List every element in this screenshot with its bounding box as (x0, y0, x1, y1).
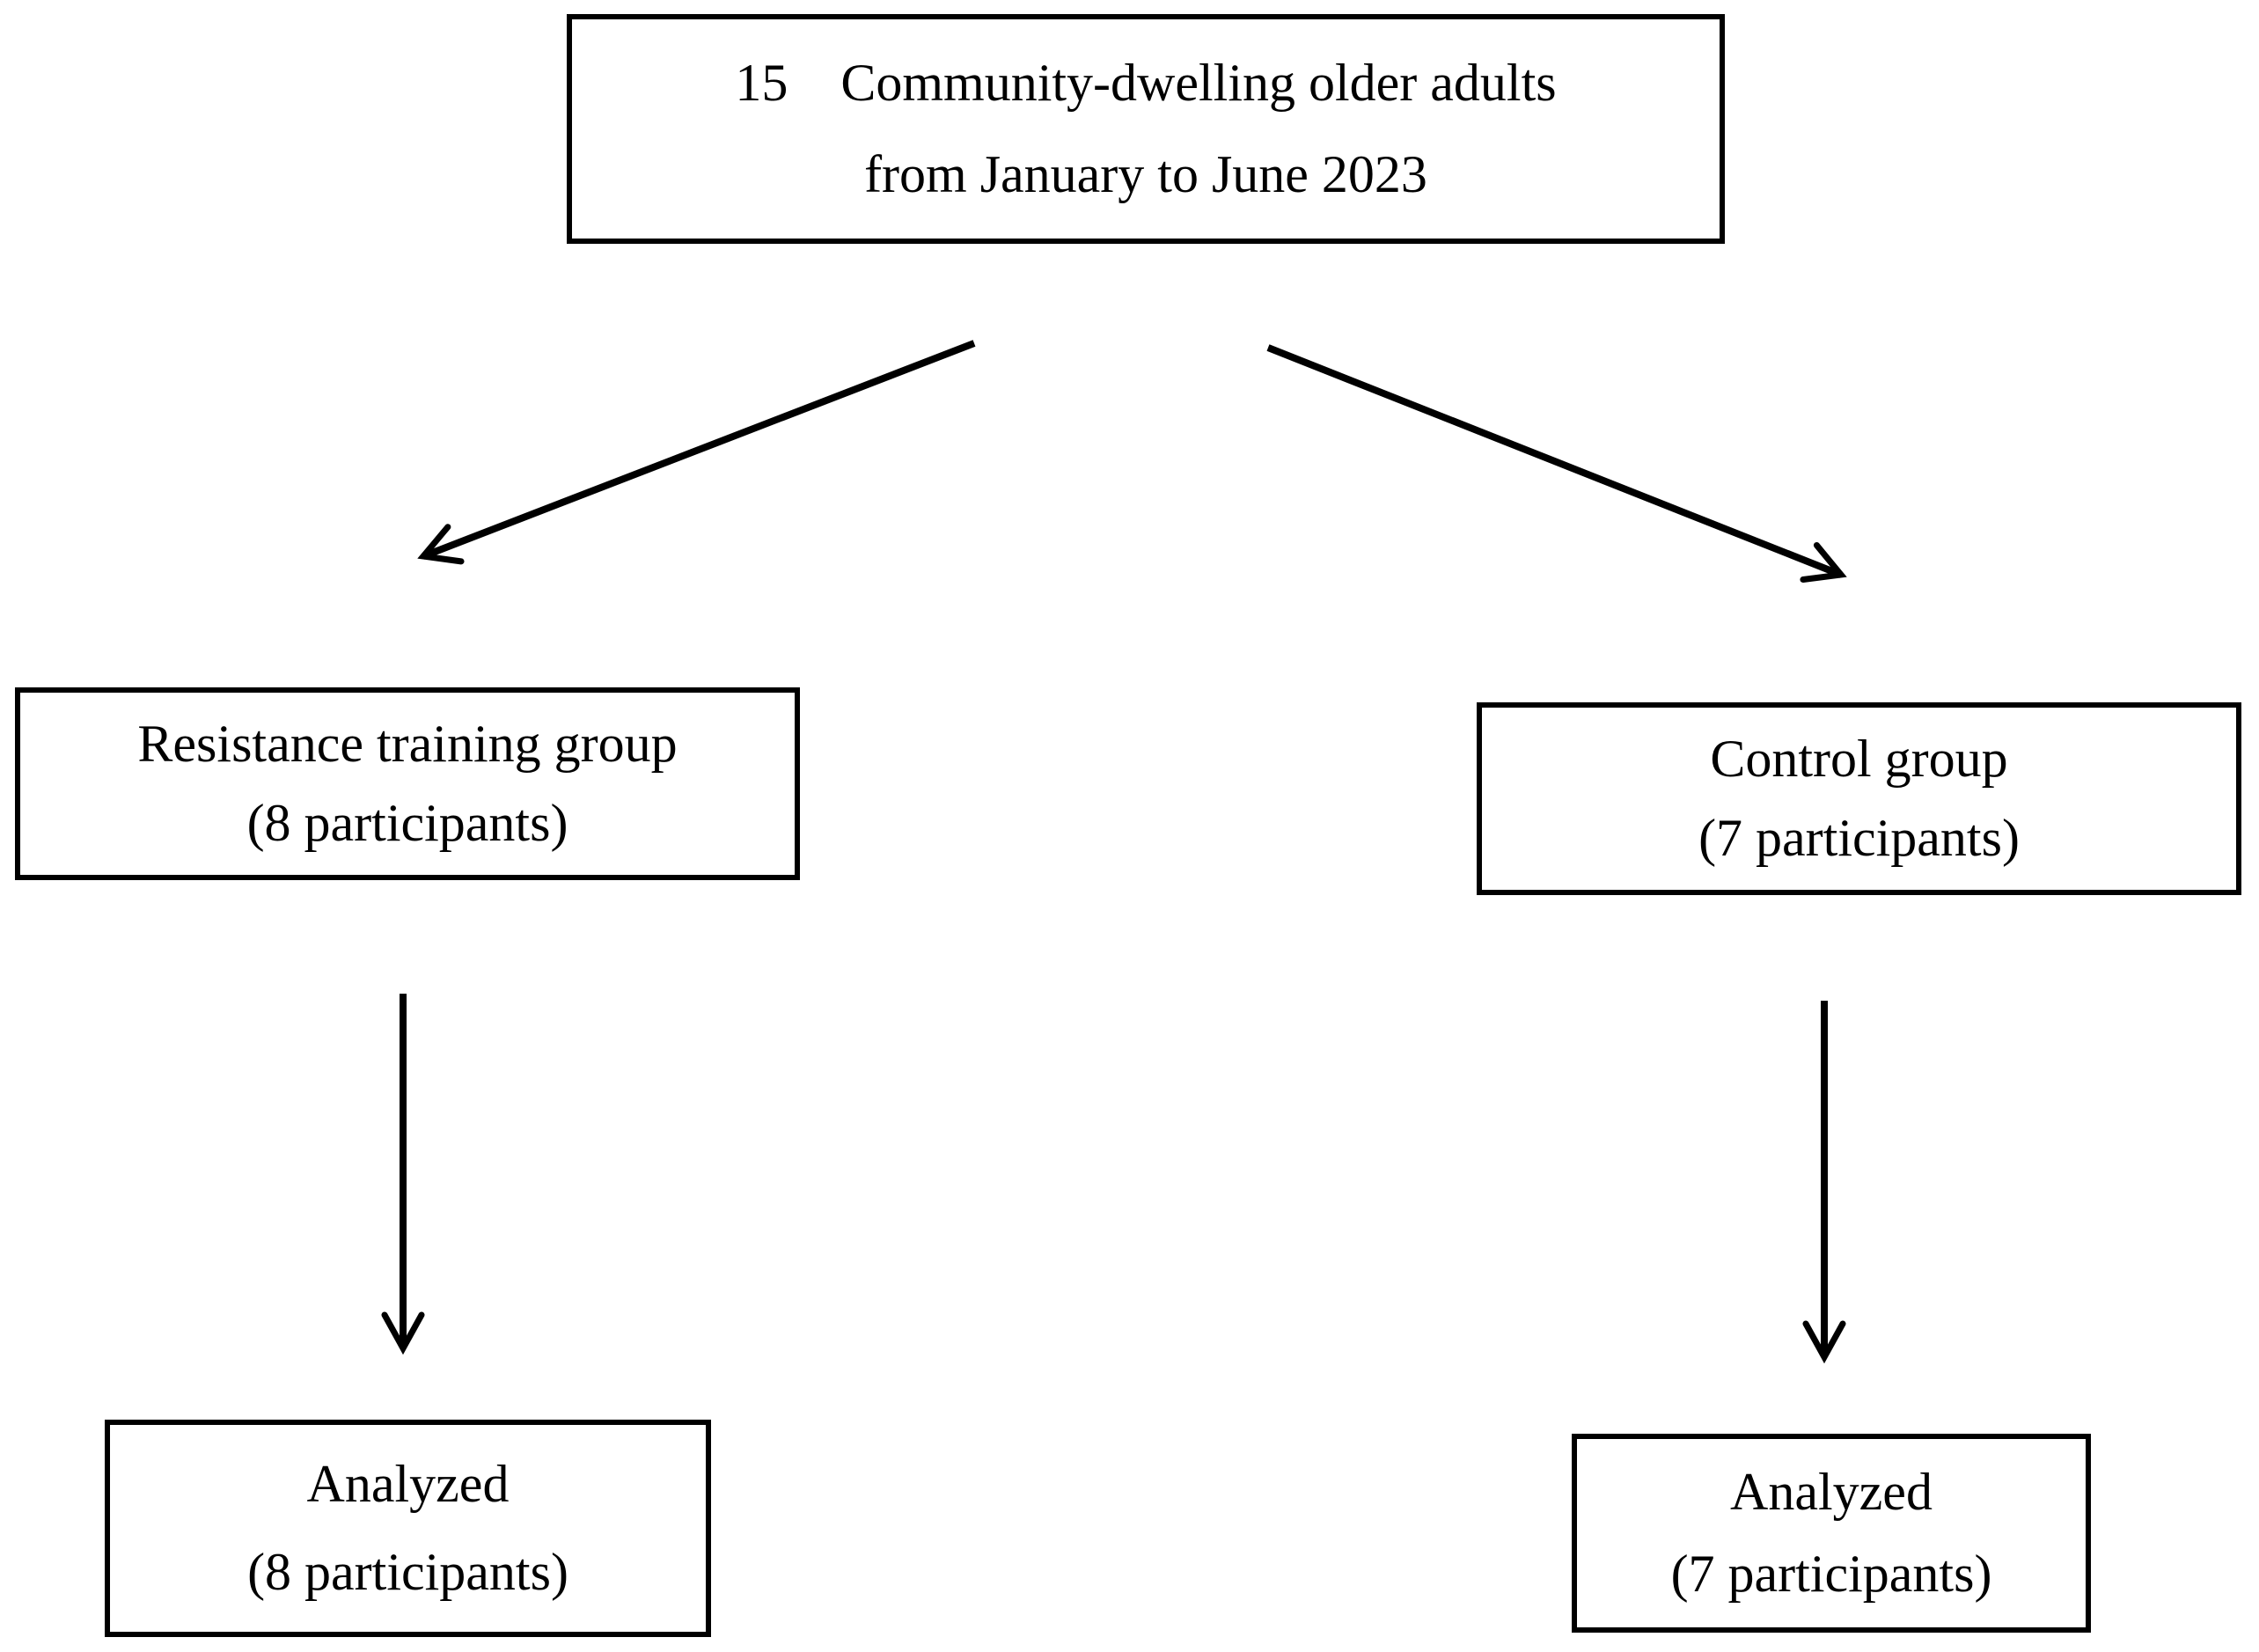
control-group-count: (7 participants) (1698, 809, 2020, 867)
enrollment-box-line1: 15 Community-dwelling older adults (735, 54, 1557, 112)
resistance-analyzed-label: Analyzed (306, 1455, 510, 1514)
control-analyzed-label: Analyzed (1730, 1463, 1933, 1522)
control-group-box: Control group (7 participants) (1477, 702, 2241, 895)
resistance-training-group-count: (8 participants) (246, 794, 568, 852)
control-analyzed-count: (7 participants) (1670, 1544, 1992, 1603)
resistance-analyzed-box: Analyzed (8 participants) (105, 1420, 711, 1637)
resistance-training-group-box: Resistance training group (8 participant… (15, 687, 800, 880)
control-analyzed-box: Analyzed (7 participants) (1572, 1434, 2091, 1633)
resistance-analyzed-count: (8 participants) (247, 1542, 568, 1601)
arrow-enrollment-to-control-icon (1266, 344, 1847, 584)
enrollment-box-line2: from January to June 2023 (864, 145, 1427, 203)
resistance-training-group-label: Resistance training group (137, 715, 678, 773)
arrow-enrollment-to-resistance-icon (417, 340, 976, 565)
control-group-label: Control group (1710, 730, 2008, 788)
enrollment-box: 15 Community-dwelling older adults from … (567, 14, 1725, 244)
